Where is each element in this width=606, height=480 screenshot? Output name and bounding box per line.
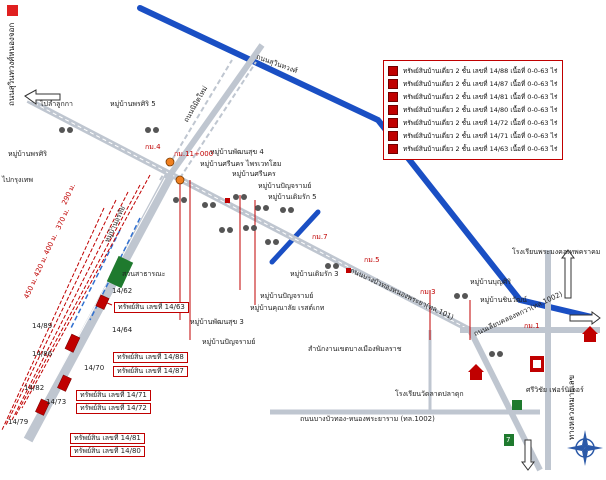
plot-number: 14/73 xyxy=(46,398,67,406)
village-label: หมู่บ้านศรีนคร ไพรเวทโฮม xyxy=(200,160,282,168)
village-label: หมู่บ้านคุณาลัย เรสต์เกท xyxy=(250,304,325,312)
compass-rose xyxy=(567,430,603,466)
legend-text: ทรัพย์สินบ้านเดี่ยว 2 ชั้น เลขที่ 14/88 … xyxy=(403,67,558,75)
arrow-right xyxy=(569,311,601,325)
plots xyxy=(35,294,110,416)
legend-text: ทรัพย์สินบ้านเดี่ยว 2 ชั้น เลขที่ 14/87 … xyxy=(403,80,558,88)
plot-callout: ทรัพย์สิน เลขที่ 14/72 xyxy=(76,403,151,414)
school-icon-right xyxy=(582,326,598,342)
legend-row: ทรัพย์สินบ้านเดี่ยว 2 ชั้น เลขที่ 14/72 … xyxy=(388,117,557,129)
legend-text: ทรัพย์สินบ้านเดี่ยว 2 ชั้น เลขที่ 14/80 … xyxy=(403,106,558,114)
km-marker: กม.1 xyxy=(524,322,540,330)
compass-label: N xyxy=(582,444,588,452)
village-label: หมู่บ้านพัฒนสุข 3 xyxy=(190,318,244,326)
blue-highway xyxy=(137,5,599,321)
sw-road xyxy=(23,172,175,443)
road-label-bangkok: ไปกรุงเทพ xyxy=(2,176,34,184)
plot-number: 14/64 xyxy=(112,326,133,334)
village-label: หมู่บ้านศรีนคร xyxy=(232,170,276,178)
place-label-school-right: โรงเรียนพระมงคลเทพคราคม xyxy=(512,248,601,256)
plot-number: 14/62 xyxy=(112,287,133,295)
park xyxy=(106,255,134,289)
road-label-right-vertical: ทางหลวงหมายเลข xyxy=(567,374,576,440)
legend-text: ทรัพย์สินบ้านเดี่ยว 2 ชั้น เลขที่ 14/81 … xyxy=(403,93,558,101)
plot-callout: ทรัพย์สิน เลขที่ 14/88 xyxy=(113,352,188,363)
arrow-bottom xyxy=(521,439,535,471)
village-label: หมู่บ้านบุญศิริ xyxy=(470,278,511,286)
plot-callout: ทรัพย์สิน เลขที่ 14/71 xyxy=(76,390,151,401)
place-label-school-left: โรงเรียนวัดลาดปลาดุก xyxy=(395,390,464,398)
legend-row: ทรัพย์สินบ้านเดี่ยว 2 ชั้น เลขที่ 14/81 … xyxy=(388,91,557,103)
arrow-top-right xyxy=(561,249,575,299)
plot-callout: ทรัพย์สิน เลขที่ 14/80 xyxy=(70,446,145,457)
legend-row: ทรัพย์สินบ้านเดี่ยว 2 ชั้น เลขที่ 14/71 … xyxy=(388,130,557,142)
plot-number: 14/79 xyxy=(8,418,29,426)
village-label: หมู่บ้านชินวัฒน์ xyxy=(480,296,527,304)
corner-marker xyxy=(7,5,18,16)
village-label: หมู่บ้านเดิมรัก 3 xyxy=(290,270,339,278)
village-label: หมู่บ้านพัฒนสุข 4 xyxy=(210,148,264,156)
village-label: หมู่บ้านเดิมรัก 5 xyxy=(268,193,317,201)
legend: ทรัพย์สินบ้านเดี่ยว 2 ชั้น เลขที่ 14/88 … xyxy=(383,60,563,160)
seven-eleven-icon xyxy=(504,434,514,446)
legend-text: ทรัพย์สินบ้านเดี่ยว 2 ชั้น เลขที่ 14/63 … xyxy=(403,145,558,153)
km-marker: กม.11+000 xyxy=(174,150,214,158)
plot-number: 14/70 xyxy=(84,364,105,372)
place-label-park: สวนสาธารณะ xyxy=(122,270,166,278)
road-label-lamlukka: ไปลำลูกกา xyxy=(40,100,73,108)
legend-row: ทรัพย์สินบ้านเดี่ยว 2 ชั้น เลขที่ 14/87 … xyxy=(388,78,557,90)
km-marker: กม.3 xyxy=(420,288,436,296)
legend-row: ทรัพย์สินบ้านเดี่ยว 2 ชั้น เลขที่ 14/80 … xyxy=(388,104,557,116)
village-label: หมู่บ้านปัญจรามย์ xyxy=(258,182,312,190)
plot-callout: ทรัพย์สิน เลขที่ 14/63 xyxy=(114,302,189,313)
arrow-lamlukka xyxy=(24,89,61,105)
ne-road xyxy=(167,43,265,177)
plot-number: 14/89 xyxy=(32,322,53,330)
legend-text: ทรัพย์สินบ้านเดี่ยว 2 ชั้น เลขที่ 14/72 … xyxy=(403,119,558,127)
km-marker: กม.5 xyxy=(364,256,380,264)
km-marker: กม.4 xyxy=(145,143,161,151)
village-label: หมู่บ้านปัญจรามย์ xyxy=(260,292,314,300)
road-label-left-vertical: ถนนสุวินทวงศ์หนองจอก xyxy=(7,22,16,106)
village-label: หมู่บ้านปัญจรามย์ xyxy=(202,338,256,346)
plot-callout: ทรัพย์สิน เลขที่ 14/87 xyxy=(113,366,188,377)
school-icon-left xyxy=(468,364,484,380)
legend-row: ทรัพย์สินบ้านเดี่ยว 2 ชั้น เลขที่ 14/88 … xyxy=(388,65,557,77)
village-label: หมู่บ้านพรศิริ 5 xyxy=(110,100,156,108)
village-label: หมู่บ้านพรศิริ xyxy=(8,150,47,158)
road-label-bottom: ถนนบางบัวทอง-หนองพระยาราม (ทล.1002) xyxy=(300,415,435,423)
plot-callout: ทรัพย์สิน เลขที่ 14/81 xyxy=(70,433,145,444)
distance-lines xyxy=(1,174,151,431)
store-icon xyxy=(512,400,522,410)
legend-text: ทรัพย์สินบ้านเดี่ยว 2 ชั้น เลขที่ 14/71 … xyxy=(403,132,558,140)
plot-number: 14/86 xyxy=(32,350,53,358)
place-label-office: สำนักงานเขตบางเมืองพิมลราช xyxy=(308,345,402,353)
village-icons xyxy=(59,127,503,357)
seven-eleven-label: 7 xyxy=(506,436,511,444)
legend-row: ทรัพย์สินบ้านเดี่ยว 2 ชั้น เลขที่ 14/63 … xyxy=(388,143,557,155)
plot-number: 14/82 xyxy=(24,384,45,392)
km-marker: กม.7 xyxy=(312,233,328,241)
place-label-market: ศรีวิชัย เฟอร์นิเจอร์ xyxy=(526,386,584,394)
